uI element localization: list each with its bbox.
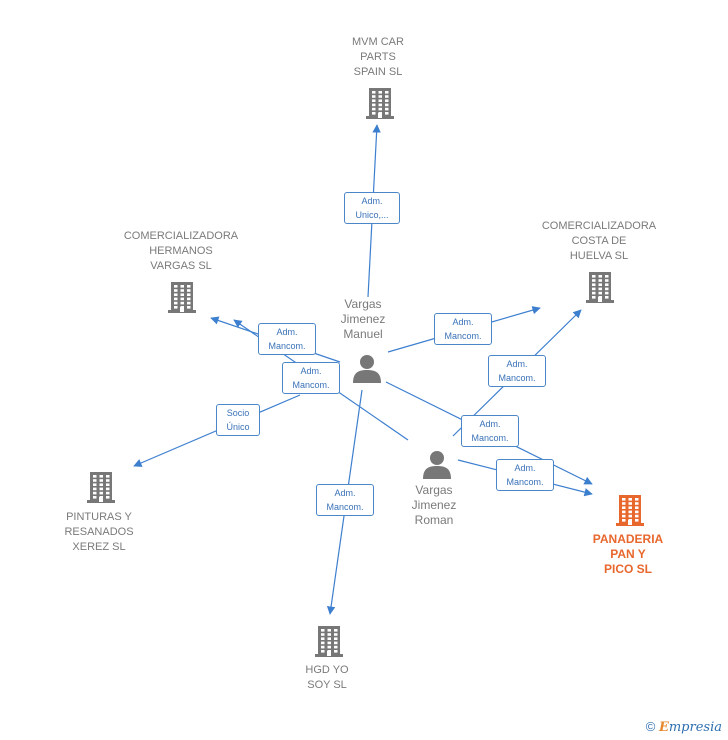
person-icon[interactable]: [352, 353, 382, 383]
brand-mark: E: [658, 720, 669, 735]
node-label-vargas-jimenez-roman: Vargas Jimenez Roman: [411, 483, 457, 527]
footer-brand[interactable]: © Empresia: [646, 719, 722, 735]
brand-name: mpresia: [668, 720, 722, 735]
building-icon[interactable]: [167, 280, 197, 314]
edge-label-adm-mancom: Adm. Mancom.: [282, 362, 340, 394]
building-icon-focus[interactable]: [615, 493, 645, 527]
node-label-pinturas-resanados: PINTURAS Y RESANADOS XEREZ SL: [64, 511, 134, 553]
node-label-hgd-yo-soy: HGD YO SOY SL: [305, 664, 349, 691]
copyright-symbol: ©: [645, 719, 656, 734]
building-icon[interactable]: [365, 86, 395, 120]
node-label-vargas-jimenez-manuel: Vargas Jimenez Manuel: [340, 297, 386, 341]
edge-label-adm-mancom: Adm. Mancom.: [488, 355, 546, 387]
node-label-mvm-car-parts: MVM CAR PARTS SPAIN SL: [352, 36, 404, 78]
node-label-comercializadora-costa: COMERCIALIZADORA COSTA DE HUELVA SL: [541, 220, 657, 262]
edge-label-adm-mancom: Adm. Mancom.: [258, 323, 316, 355]
edge-label-adm-mancom: Adm. Mancom.: [461, 415, 519, 447]
edge-label-adm-mancom: Adm. Mancom.: [434, 313, 492, 345]
node-label-comercializadora-hermanos: COMERCIALIZADORA HERMANOS VARGAS SL: [123, 230, 239, 272]
edge-label-adm-unico: Adm. Unico,...: [344, 192, 400, 224]
building-icon[interactable]: [86, 470, 116, 504]
edge-label-socio-unico: Socio Único: [216, 404, 260, 436]
edge-label-adm-mancom: Adm. Mancom.: [496, 459, 554, 491]
building-icon[interactable]: [585, 270, 615, 304]
person-icon[interactable]: [422, 449, 452, 479]
building-icon[interactable]: [314, 624, 344, 658]
edge-label-adm-mancom: Adm. Mancom.: [316, 484, 374, 516]
node-label-panaderia-pan-y-pico: PANADERIA PAN Y PICO SL: [592, 532, 664, 576]
